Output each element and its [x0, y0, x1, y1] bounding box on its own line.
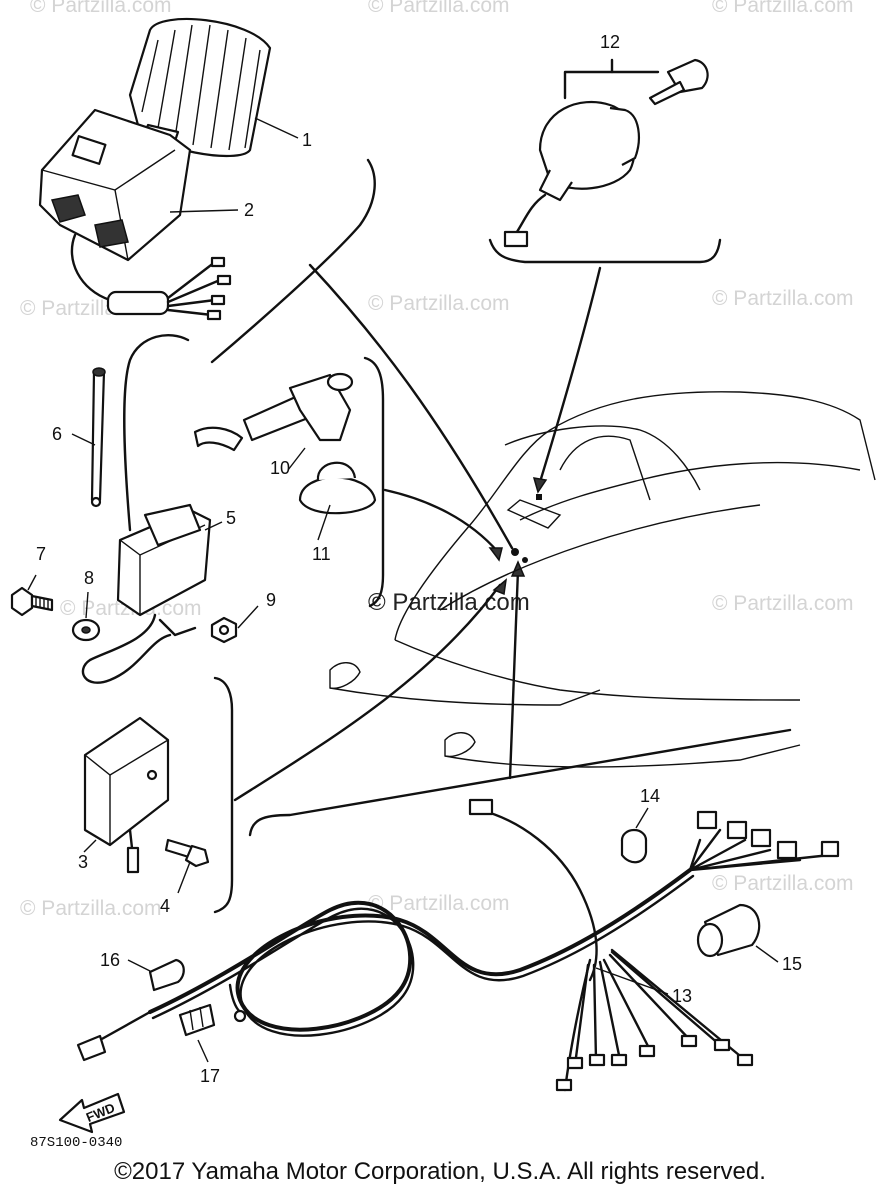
callout-16: 16: [100, 950, 120, 970]
callout-9: 9: [266, 590, 276, 610]
leader-lower: [233, 583, 502, 802]
watermark: © Partzilla.com: [712, 872, 854, 895]
leader-ignition: [538, 266, 602, 484]
part-6-strap: [90, 367, 106, 508]
leader-harness: [508, 568, 520, 780]
callout-2: 2: [244, 200, 254, 220]
callout-7: 7: [36, 544, 46, 564]
arrowhead: [532, 477, 548, 494]
part-16-clamp: [148, 958, 185, 992]
part-13-harness: [76, 798, 840, 1092]
copyright-notice: ©2017 Yamaha Motor Corporation, U.S.A. A…: [114, 1158, 766, 1185]
part-17-clip: [178, 1003, 216, 1037]
part-8-washer: [71, 618, 101, 642]
watermark: © Partzilla.com: [368, 892, 510, 915]
callout-3: 3: [78, 852, 88, 872]
part-2-switch: [38, 108, 232, 321]
callout-12: 12: [600, 32, 620, 52]
arrowhead: [488, 547, 503, 562]
callout-10: 10: [270, 458, 290, 478]
leader-top-group: [308, 263, 514, 550]
watermark: © Partzilla.com: [30, 0, 172, 17]
bracket-top: [210, 158, 376, 364]
watermark: © Partzilla.com: [368, 0, 510, 17]
part-11-grommet: [298, 461, 377, 515]
part-5-coil: [81, 333, 212, 684]
callout-8: 8: [84, 568, 94, 588]
watermark: © Partzilla.com: [368, 292, 510, 315]
leader-middle: [383, 488, 500, 554]
bracket-lower: [213, 676, 234, 914]
callout-leaders: [27, 117, 779, 1063]
part-9-nut: [210, 616, 238, 644]
bracket-ignition: [488, 238, 722, 264]
callout-15: 15: [782, 954, 802, 974]
snowmobile-outline: [329, 391, 876, 768]
bracket-middle: [363, 356, 385, 608]
watermark: © Partzilla.com: [20, 897, 162, 920]
bracket-harness: [248, 728, 792, 837]
arrowhead: [492, 578, 508, 596]
part-4-bolt: [164, 838, 210, 868]
callout-5: 5: [226, 508, 236, 528]
callout-11: 11: [312, 544, 331, 564]
part-12-ignition-switch: [503, 58, 709, 248]
watermark: © Partzilla.com: [712, 0, 854, 17]
watermark: © Partzilla.com: [712, 287, 854, 310]
callout-17: 17: [200, 1066, 220, 1086]
callouts: 1 2 3 4 5 6 7 8 9 10 11 12 13 14 15 16 1…: [36, 32, 802, 1086]
part-14-grommet: [620, 828, 648, 864]
watermark: © Partzilla.com: [712, 592, 854, 615]
watermarks: © Partzilla.com © Partzilla.com © Partzi…: [20, 0, 854, 920]
watermark-center: © Partzilla.com: [368, 589, 530, 616]
part-15-connector: [696, 903, 761, 958]
callout-4: 4: [160, 896, 170, 916]
callout-14: 14: [640, 786, 660, 806]
callout-13: 13: [672, 986, 692, 1006]
drawing-reference: 87S100-0340: [30, 1135, 122, 1151]
callout-6: 6: [52, 424, 62, 444]
part-10-plug-cap: [193, 372, 354, 452]
part-3-cdi: [83, 716, 170, 874]
part-7-bolt: [10, 586, 54, 617]
forward-arrow: FWD: [58, 1092, 126, 1134]
callout-1: 1: [302, 130, 312, 150]
